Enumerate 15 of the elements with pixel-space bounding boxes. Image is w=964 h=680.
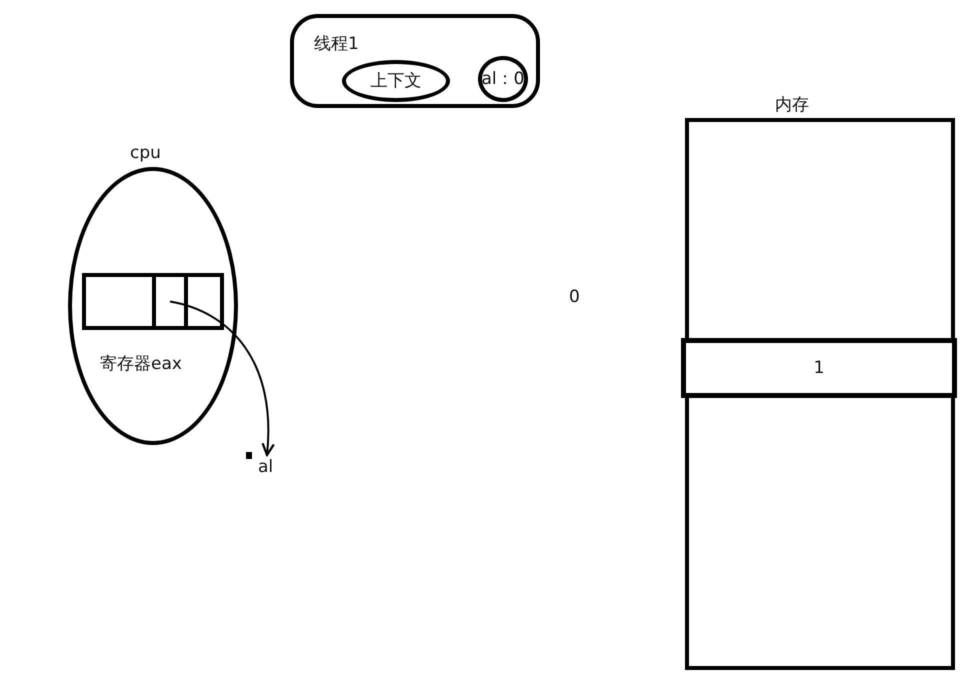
register-part-label: al [258,457,274,477]
curved-arrow [170,300,274,456]
node-label: 1 [814,358,824,378]
register-caption: 寄存器eax [100,354,182,374]
memory-cell-band [681,338,957,398]
value-label: 0 [569,287,580,307]
heading-label: 内存 [775,95,809,115]
thread-box [290,14,540,108]
register-value-circle [478,56,528,102]
context-ellipse [342,60,450,102]
register-cell [152,277,188,326]
node-label: 上下文 [370,71,422,91]
heading-label: cpu [130,143,161,163]
node-label: al：0 [482,69,524,89]
heading-label: 线程1 [314,34,359,54]
